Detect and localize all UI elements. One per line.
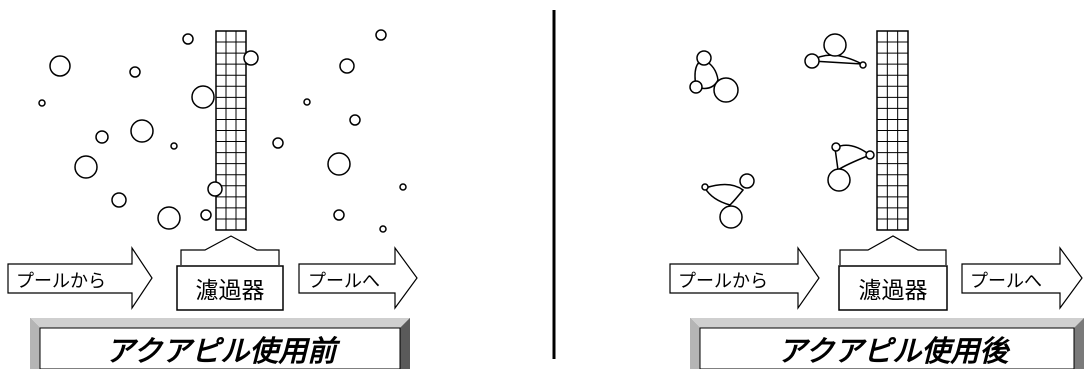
from-pool-label: プールから xyxy=(678,271,768,292)
to-pool-label: プールへ xyxy=(308,271,380,292)
to-pool-label: プールへ xyxy=(970,271,1042,292)
particle xyxy=(350,115,360,125)
particle xyxy=(208,182,222,196)
caption-before: アクアピル使用前 xyxy=(106,334,342,368)
particle-cluster xyxy=(828,143,874,191)
from-pool-label: プールから xyxy=(16,271,106,292)
particle xyxy=(304,99,310,105)
particle-cluster xyxy=(690,51,738,102)
particle xyxy=(112,193,126,207)
particle xyxy=(273,138,283,148)
particle xyxy=(96,131,108,143)
particle xyxy=(380,226,386,232)
filter-grid-before xyxy=(216,31,246,230)
particle xyxy=(376,30,386,40)
particle xyxy=(158,207,180,229)
panel-after: プールから 濾過器 プールへ アクアピル使用後 xyxy=(670,31,1084,369)
caption-plaque-after: アクアピル使用後 xyxy=(690,318,1084,369)
panel-before: プールから 濾過器 プールへ アクアピル使用前 xyxy=(8,30,417,369)
particle xyxy=(171,143,177,149)
particle xyxy=(201,210,211,220)
particle xyxy=(183,34,193,44)
particle xyxy=(131,120,153,142)
filter-inlet-arrow xyxy=(840,236,946,265)
particle xyxy=(334,210,344,220)
caption-plaque-before: アクアピル使用前 xyxy=(30,318,410,369)
filter-label: 濾過器 xyxy=(196,278,265,304)
particle-clusters-after xyxy=(690,34,874,228)
particle-cluster xyxy=(805,34,866,68)
particle xyxy=(39,100,45,106)
particle xyxy=(75,156,97,178)
particle xyxy=(50,56,70,76)
filter-inlet-arrow xyxy=(181,236,279,265)
particle xyxy=(340,59,354,73)
particle xyxy=(192,86,214,108)
particle xyxy=(244,51,258,65)
particle xyxy=(400,184,406,190)
caption-after: アクアピル使用後 xyxy=(778,334,1012,368)
filter-grid-after xyxy=(877,31,908,230)
particle xyxy=(328,153,350,175)
particle-cluster xyxy=(702,174,754,228)
particle xyxy=(130,67,140,77)
filter-label: 濾過器 xyxy=(859,278,928,304)
